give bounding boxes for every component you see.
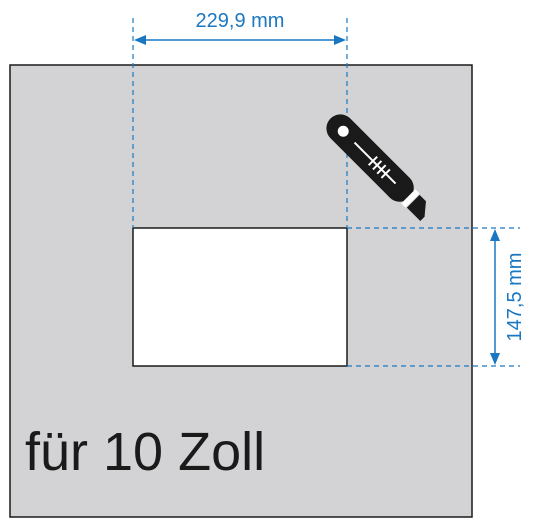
caption: für 10 Zoll [25,422,265,482]
height-label: 147,5 mm [504,253,526,342]
height-dimension-line [490,229,500,365]
cutout-area [132,227,348,367]
cutter-knife-icon [326,114,426,222]
width-dimension-line [134,35,346,45]
width-label: 229,9 mm [196,10,285,32]
